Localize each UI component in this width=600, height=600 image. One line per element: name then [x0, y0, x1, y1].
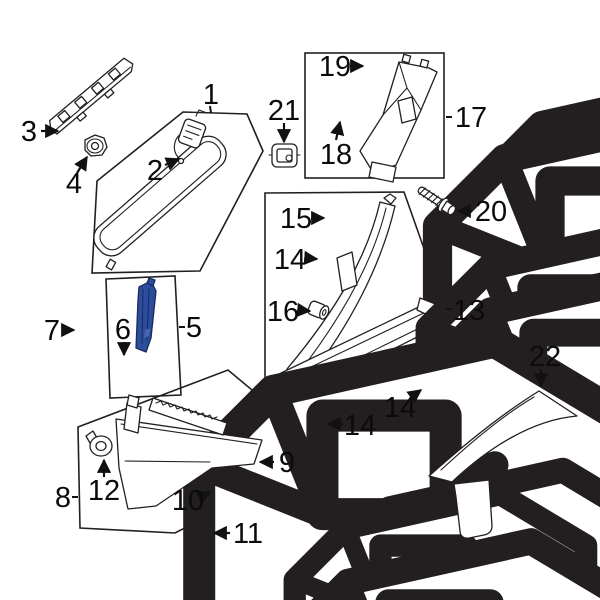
callout-14u-arrow	[303, 250, 319, 266]
callout-16-label[interactable]: 16	[267, 296, 299, 328]
part-1-a-pillar-trim	[93, 135, 227, 271]
callout-11-label[interactable]: 11	[233, 518, 263, 550]
callout-3-label[interactable]: 3	[21, 116, 37, 148]
part-17-c-pillar-trim	[359, 53, 438, 183]
callout-4-label[interactable]: 4	[66, 168, 82, 200]
callout-14br-label[interactable]: 14	[384, 392, 416, 424]
callout-8-label[interactable]: 8	[55, 482, 71, 514]
callout-18-arrow	[330, 120, 345, 141]
callout-1-label[interactable]: 1	[203, 79, 219, 111]
callout-13-label[interactable]: 13	[453, 295, 485, 327]
callout-14u-label[interactable]: 14	[274, 244, 306, 276]
part-3-mounting-bracket	[49, 57, 134, 135]
part-16-grommet	[307, 300, 330, 320]
part-21-grommet-clip	[268, 143, 301, 168]
callout-6-label[interactable]: 6	[115, 314, 131, 346]
callout-5-label[interactable]: 5	[186, 312, 202, 344]
callout-14br-arrow	[406, 389, 423, 404]
box-group-1	[91, 111, 264, 274]
callout-18-label[interactable]: 18	[320, 139, 352, 171]
part-5-highlighted-trim[interactable]	[135, 277, 157, 353]
callout-10-label[interactable]: 10	[172, 485, 204, 517]
callout-16-arrow	[296, 302, 312, 318]
callout-21-label[interactable]: 21	[268, 95, 300, 127]
callout-19-label[interactable]: 19	[319, 51, 351, 83]
part-20-screw	[417, 186, 457, 216]
callout-22-label[interactable]: 22	[529, 341, 561, 373]
callout-15-label[interactable]: 15	[280, 203, 312, 235]
callout-10-arrow	[195, 491, 212, 505]
callout-4-arrow	[74, 155, 88, 174]
callout-17-label[interactable]: 17	[455, 102, 487, 134]
part-4-hex-nut	[84, 134, 108, 157]
callout-12-label[interactable]: 12	[88, 475, 120, 507]
box-group-5	[105, 275, 182, 399]
callout-2-label[interactable]: 2	[147, 155, 163, 187]
callout-2-arrow	[164, 157, 181, 171]
part-12-push-pin	[85, 430, 113, 457]
callout-14bl-label[interactable]: 14	[344, 410, 376, 442]
callout-20-label[interactable]: 20	[475, 196, 507, 228]
callout-7-label[interactable]: 7	[44, 315, 60, 347]
callout-9-label[interactable]: 9	[279, 447, 295, 479]
callout-1-leader	[209, 105, 212, 114]
part-8-front-scuff-plate	[115, 394, 263, 510]
part-22-rear-scuff-plate	[428, 390, 578, 539]
